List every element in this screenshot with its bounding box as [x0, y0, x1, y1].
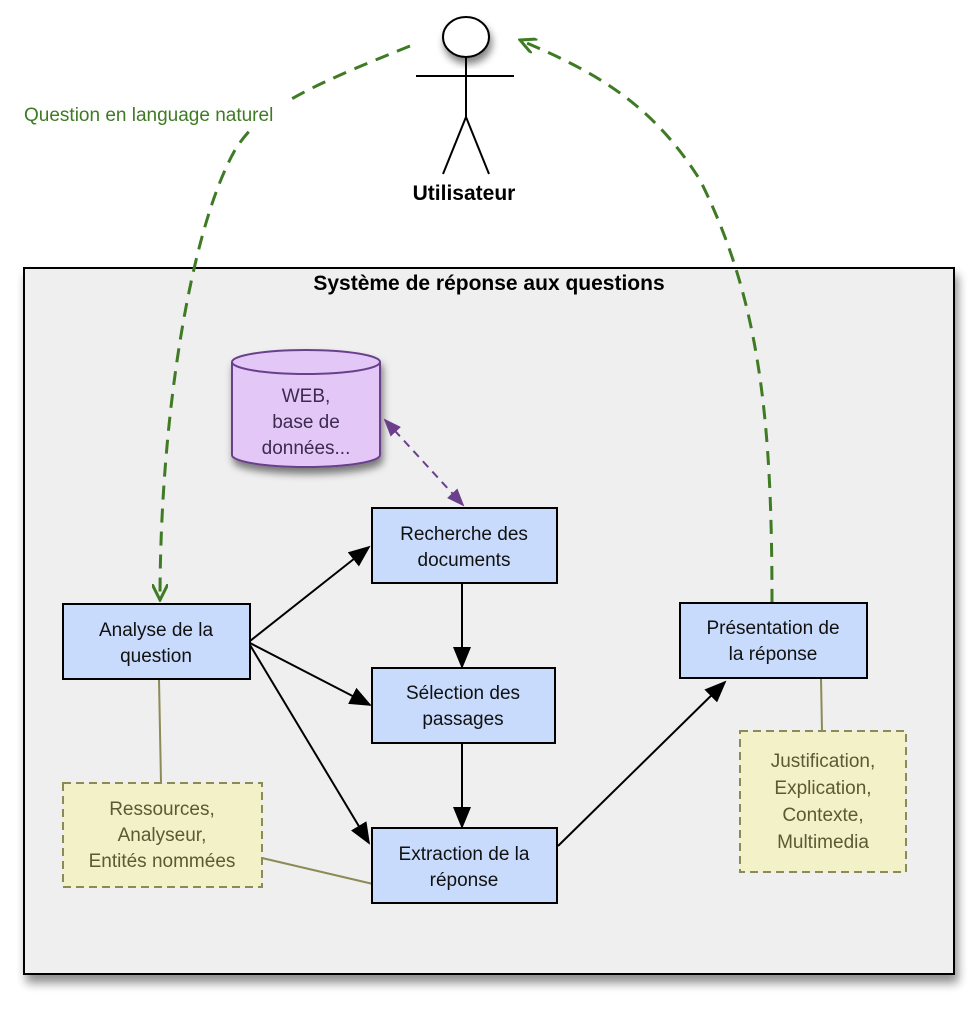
- note-output[interactable]: Justification, Explication, Contexte, Mu…: [739, 730, 907, 873]
- note-resources-line-2: Analyseur,: [118, 825, 207, 846]
- process-recherche-line-2: documents: [418, 550, 511, 571]
- database-label-line-2: base de: [272, 412, 340, 433]
- arrow-analyse-extraction: [249, 644, 371, 845]
- stick-figure-actor-icon: [442, 16, 490, 58]
- database-web[interactable]: [231, 349, 381, 468]
- arrow-extraction-presentation: [557, 680, 727, 847]
- arrow-analyse-recherche: [249, 545, 371, 642]
- process-selection[interactable]: Sélection des passages: [371, 667, 556, 744]
- process-extraction-line-1: Extraction de la: [399, 844, 530, 865]
- process-analyse-line-1: Analyse de la: [99, 620, 214, 641]
- connector-analyse-note: [158, 678, 162, 784]
- process-extraction-line-2: réponse: [430, 870, 499, 891]
- process-selection-line-1: Sélection des: [406, 683, 520, 704]
- process-extraction[interactable]: Extraction de la réponse: [371, 827, 558, 904]
- note-resources[interactable]: Ressources, Analyseur, Entités nommées: [62, 782, 263, 888]
- system-title: Système de réponse aux questions: [313, 272, 664, 295]
- database-label-line-3: données...: [262, 438, 351, 459]
- actor-label: Utilisateur: [413, 182, 516, 205]
- connector-presentation-note: [820, 677, 823, 732]
- flow-question-to-analyse: [160, 44, 411, 600]
- database-label-line-1: WEB,: [282, 386, 331, 407]
- flow-label-bg: [20, 100, 302, 128]
- note-resources-line-3: Entités nommées: [89, 851, 236, 872]
- actor-utilisateur[interactable]: Utilisateur: [413, 16, 516, 205]
- flow-presentation-to-user: [520, 40, 774, 604]
- note-output-line-4: Multimedia: [777, 832, 869, 853]
- process-selection-line-2: passages: [422, 709, 503, 730]
- process-recherche[interactable]: Recherche des documents: [371, 507, 558, 584]
- process-presentation-line-2: la réponse: [729, 644, 818, 665]
- note-output-line-2: Explication,: [774, 778, 871, 799]
- arrow-analyse-selection: [249, 642, 372, 706]
- flow-label-question: Question en language naturel: [24, 105, 273, 126]
- connector-note-extraction: [261, 857, 374, 885]
- process-presentation-line-1: Présentation de: [706, 618, 839, 639]
- note-resources-line-1: Ressources,: [109, 799, 215, 820]
- note-output-line-3: Contexte,: [782, 805, 863, 826]
- process-analyse-line-2: question: [120, 646, 192, 667]
- note-output-line-1: Justification,: [771, 751, 876, 772]
- process-analyse[interactable]: Analyse de la question: [62, 603, 251, 680]
- link-database-recherche: [383, 418, 465, 507]
- process-presentation[interactable]: Présentation de la réponse: [679, 602, 868, 679]
- process-recherche-line-1: Recherche des: [400, 524, 528, 545]
